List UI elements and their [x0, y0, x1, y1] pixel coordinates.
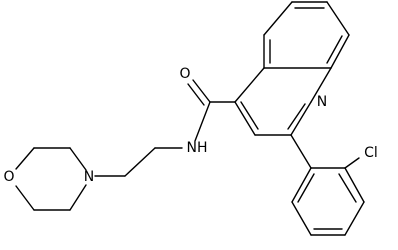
bond — [326, 35, 343, 64]
bond — [344, 167, 365, 203]
bond — [330, 34, 350, 69]
bond — [310, 67, 332, 103]
bond — [194, 101, 211, 142]
quinoline-nitrogen-label: N — [317, 94, 327, 110]
bond — [338, 173, 357, 203]
chlorine-label: Cl — [364, 145, 378, 161]
bond-lines — [15, 1, 365, 236]
morpholine-nitrogen-label: N — [84, 169, 94, 185]
carbonyl-oxygen-label: O — [179, 66, 190, 82]
bond — [15, 185, 35, 211]
bond — [326, 1, 350, 36]
atom-labels: O NH N N O Cl — [3, 66, 377, 185]
bond — [240, 101, 259, 130]
bond — [234, 101, 256, 136]
bond — [291, 167, 312, 203]
bond — [291, 201, 312, 236]
bond — [124, 147, 156, 177]
bond — [192, 79, 211, 103]
bond — [69, 184, 87, 211]
bond — [344, 157, 360, 169]
bond — [287, 103, 306, 130]
bond — [15, 147, 35, 170]
bond — [297, 173, 315, 203]
amide-nh-label: NH — [187, 140, 208, 156]
bond — [290, 134, 312, 169]
bond — [69, 147, 87, 171]
bond — [344, 201, 365, 236]
bond — [187, 83, 205, 106]
morpholine-oxygen-label: O — [3, 169, 14, 185]
bond — [290, 101, 312, 136]
bond — [263, 1, 293, 36]
bond — [234, 67, 265, 103]
